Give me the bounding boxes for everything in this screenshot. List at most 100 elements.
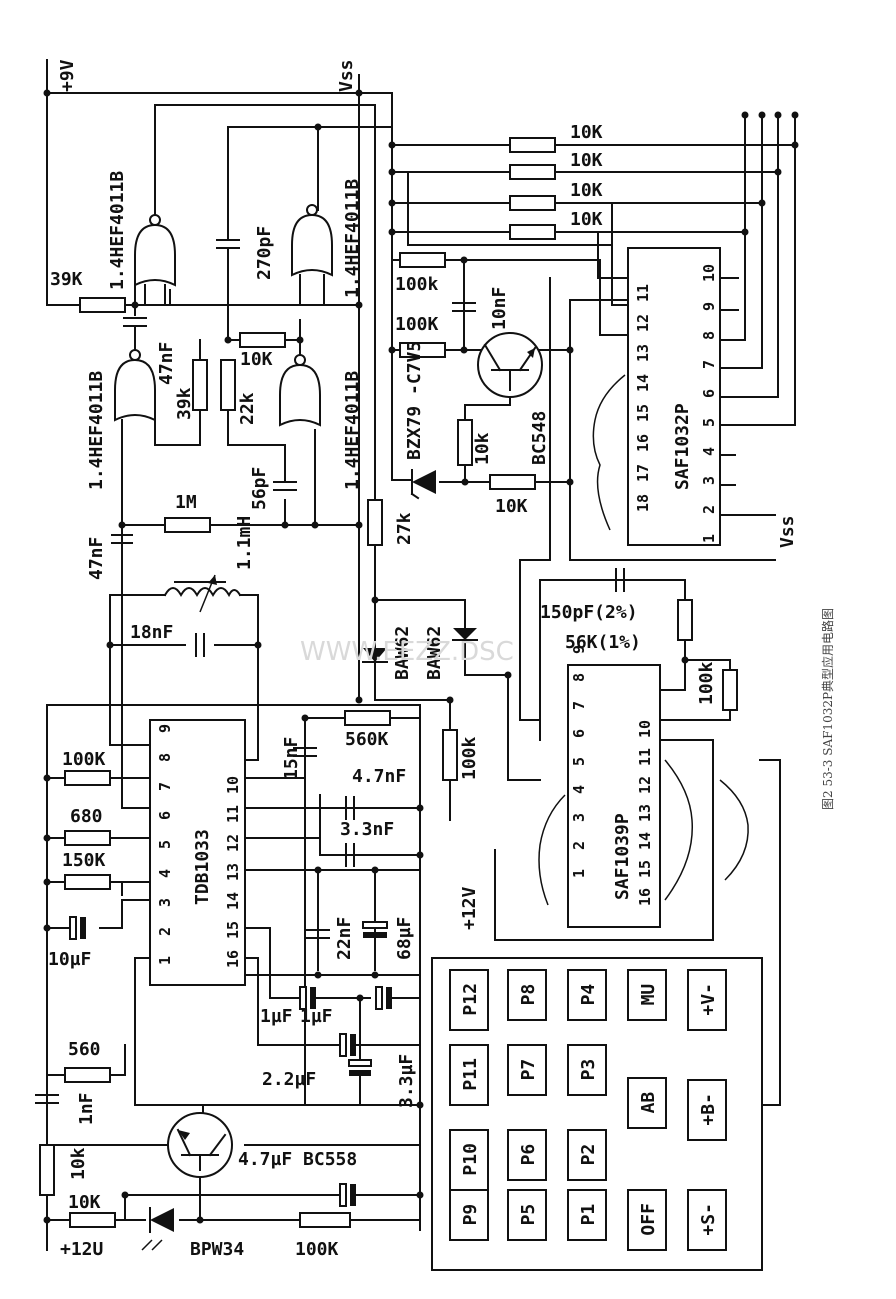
label-vss-top: Vss xyxy=(336,59,357,92)
key-s-frame[interactable] xyxy=(687,1189,727,1251)
label-15nf: 15nF xyxy=(281,737,302,780)
label-baw62-b: BAW62 xyxy=(424,626,445,680)
saf1039-pin-10: 10 xyxy=(636,720,654,738)
key-p7-frame[interactable] xyxy=(507,1044,547,1096)
key-p1-frame[interactable] xyxy=(567,1189,607,1241)
saf1032-pin-3: 3 xyxy=(700,476,718,485)
key-p10: P10 xyxy=(460,1143,481,1176)
saf1039-brackets xyxy=(538,759,749,906)
label-10nf: 10nF xyxy=(489,287,510,330)
saf1032-pin-14: 14 xyxy=(634,374,652,392)
inductor-1mh xyxy=(163,574,242,613)
label-47nf-b: 47nF xyxy=(86,537,107,580)
saf1039-pin-11: 11 xyxy=(636,748,654,766)
label-bc558: 4.7µF BC558 xyxy=(238,1149,357,1170)
label-tdb1033: TDB1033 xyxy=(192,829,213,905)
label-3-3uf: 3.3µF xyxy=(396,1054,417,1108)
label-vss-right: Vss xyxy=(777,515,798,548)
label-1nf: 1nF xyxy=(76,1092,97,1125)
label-gate2: 1.4HEF4011B xyxy=(342,179,363,298)
key-p4: P4 xyxy=(578,984,599,1006)
tdb1033-pin-3: 3 xyxy=(156,898,174,907)
label-100k-2: 100K xyxy=(395,314,439,335)
tdb1033-pin-6: 6 xyxy=(156,811,174,820)
key-p12-frame[interactable] xyxy=(449,969,489,1031)
label-gate1: 1.4HEF4011B xyxy=(107,171,128,290)
saf1032-pin-13: 13 xyxy=(634,344,652,362)
saf1039-pin-14: 14 xyxy=(636,832,654,850)
label-18nf: 18nF xyxy=(130,622,173,643)
saf1039-pin-9: 9 xyxy=(570,645,588,654)
saf1032-pin-8: 8 xyxy=(700,331,718,340)
saf1032-pin-1: 1 xyxy=(700,534,718,543)
transistor-bc558 xyxy=(167,1112,233,1178)
saf1032-pin-9: 9 xyxy=(700,302,718,311)
label-100k-4: 100k xyxy=(459,736,480,780)
saf1032-pin-16: 16 xyxy=(634,434,652,452)
label-47nf-a: 47nF xyxy=(156,342,177,385)
ic-saf1032p xyxy=(627,247,721,546)
label-saf1039: SAF1039P xyxy=(612,813,633,900)
key-p3: P3 xyxy=(578,1059,599,1081)
saf1039-pin-3: 3 xyxy=(570,813,588,822)
tdb1033-pin-5: 5 xyxy=(156,840,174,849)
key-p11-frame[interactable] xyxy=(449,1044,489,1106)
key-p12: P12 xyxy=(460,983,481,1016)
key-p6-frame[interactable] xyxy=(507,1129,547,1181)
label-zener: BZX79 -C7V5 xyxy=(404,341,425,460)
label-10k-2: 10K xyxy=(570,150,603,171)
label-100k-5: 100K xyxy=(62,749,106,770)
key-ab: AB xyxy=(638,1092,659,1114)
labels: +9V Vss Vss 1.4HEF4011B 1.4HEF4011B 1.4H… xyxy=(48,59,835,1260)
resistors xyxy=(39,137,738,1228)
label-68uf: 68µF xyxy=(394,917,415,960)
saf1032-pin-17: 17 xyxy=(634,464,652,482)
wiring xyxy=(46,59,796,1251)
saf1032-pin-5: 5 xyxy=(700,418,718,427)
tdb1033-pin-16: 16 xyxy=(224,950,242,968)
tdb1033-pin-15: 15 xyxy=(224,921,242,939)
label-10k-6: 10k xyxy=(68,1147,89,1180)
key-p1: P1 xyxy=(578,1204,599,1226)
key-p9: P9 xyxy=(460,1204,481,1226)
saf1039-pin-12: 12 xyxy=(636,776,654,794)
key-p2-frame[interactable] xyxy=(567,1129,607,1181)
ic-tdb1033 xyxy=(149,719,246,986)
label-baw62-a: BAW62 xyxy=(392,626,413,680)
label-150k: 150K xyxy=(62,850,106,871)
label-39k-b: 39k xyxy=(174,387,195,420)
tdb1033-pin-13: 13 xyxy=(224,863,242,881)
saf1032-pin-7: 7 xyxy=(700,360,718,369)
saf1032-pin-6: 6 xyxy=(700,389,718,398)
label-10k-7: 10K xyxy=(68,1192,101,1213)
figure-caption: 图2 53-3 SAF1032P典型应用电路图 xyxy=(820,608,835,810)
key-p4-frame[interactable] xyxy=(567,969,607,1021)
key-p5-frame[interactable] xyxy=(507,1189,547,1241)
key-p3-frame[interactable] xyxy=(567,1044,607,1096)
label-560k: 560K xyxy=(345,729,389,750)
key-off-frame[interactable] xyxy=(627,1189,667,1251)
key-mu: MU xyxy=(638,984,659,1006)
key-p8-frame[interactable] xyxy=(507,969,547,1021)
key-ab-frame[interactable] xyxy=(627,1077,667,1129)
label-10k-3: 10K xyxy=(570,180,603,201)
saf1039-pin-7: 7 xyxy=(570,701,588,710)
saf1039-pin-4: 4 xyxy=(570,785,588,794)
key-mu-frame[interactable] xyxy=(627,969,667,1021)
label-plus12v-bottom: +12U xyxy=(60,1239,103,1260)
saf1032-pin-12: 12 xyxy=(634,314,652,332)
label-10k-4: 10K xyxy=(570,209,603,230)
label-680: 680 xyxy=(70,806,103,827)
key-b: +B- xyxy=(698,1093,719,1126)
saf1032-pin-10: 10 xyxy=(700,264,718,282)
saf1032-bracket xyxy=(592,374,626,531)
key-v: +V- xyxy=(698,983,719,1016)
key-p10-frame[interactable] xyxy=(449,1129,489,1191)
label-150pf: 150pF(2%) xyxy=(540,602,638,623)
key-b-frame[interactable] xyxy=(687,1079,727,1141)
key-p11: P11 xyxy=(460,1058,481,1091)
saf1032-pin-15: 15 xyxy=(634,404,652,422)
key-v-frame[interactable] xyxy=(687,969,727,1031)
label-10k-e: 10K xyxy=(495,496,528,517)
